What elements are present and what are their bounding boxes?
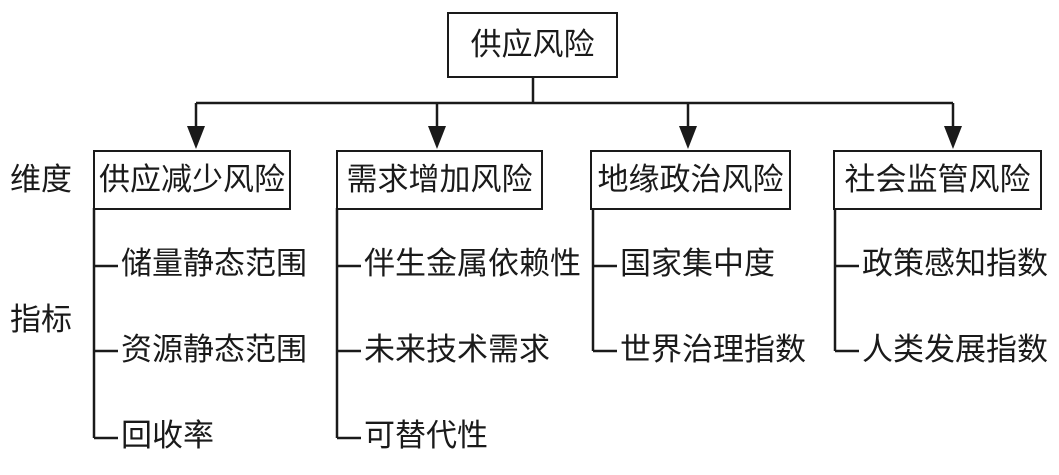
root-label: 供应风险 — [470, 27, 595, 63]
indicator-item: 回收率 — [121, 418, 214, 454]
category-node-2: 需求增加风险 — [336, 150, 543, 210]
arrow-head-4 — [944, 126, 962, 149]
arrow-head-1 — [187, 126, 205, 149]
dimension-label: 维度 — [10, 162, 72, 198]
root-node: 供应风险 — [447, 12, 618, 78]
category-label-1: 供应减少风险 — [99, 162, 285, 198]
category-label-4: 社会监管风险 — [844, 162, 1031, 198]
category-node-1: 供应减少风险 — [93, 150, 291, 210]
indicator-item: 国家集中度 — [620, 246, 775, 282]
category-label-2: 需求增加风险 — [346, 162, 533, 198]
category-node-3: 地缘政治风险 — [590, 150, 791, 210]
category-label-3: 地缘政治风险 — [597, 162, 784, 198]
arrow-head-2 — [428, 126, 446, 149]
arrow-head-3 — [679, 126, 697, 149]
indicator-item: 可替代性 — [364, 418, 488, 454]
indicator-item: 未来技术需求 — [364, 332, 550, 368]
category-node-4: 社会监管风险 — [833, 150, 1042, 210]
indicator-item: 世界治理指数 — [620, 332, 806, 368]
indicator-item: 人类发展指数 — [862, 332, 1048, 368]
indicator-item: 政策感知指数 — [862, 246, 1048, 282]
indicator-label: 指标 — [10, 302, 72, 338]
indicator-item: 储量静态范围 — [121, 246, 307, 282]
indicator-item: 资源静态范围 — [121, 332, 307, 368]
indicator-item: 伴生金属依赖性 — [364, 246, 581, 282]
